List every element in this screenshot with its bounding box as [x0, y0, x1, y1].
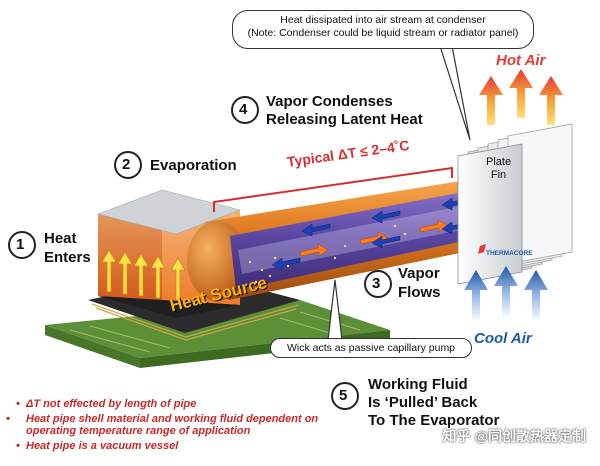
plate-fin-condenser	[457, 123, 573, 285]
step5-line2: Is ‘Pulled’ Back	[368, 394, 478, 411]
heat-pipe	[187, 175, 525, 301]
delta-t-bracket	[213, 166, 453, 212]
watermark: 知乎 @同创散热器定制	[442, 428, 586, 444]
note-item: •Heat pipe is a vacuum vessel	[16, 440, 179, 452]
note-item: •ΔT not effected by length of pipe	[16, 398, 197, 410]
hot-air-arrows	[479, 69, 563, 125]
thermacore-logo-icon	[478, 244, 486, 254]
step2-label: Evaporation	[150, 157, 237, 174]
step4-line1: Vapor Condenses	[266, 93, 393, 110]
step1-line1: Heat	[44, 230, 77, 247]
top-callout-pointer	[439, 45, 471, 141]
plate-fin-label: Plate Fin	[486, 156, 511, 182]
heat-enter-arrows	[101, 249, 186, 301]
note-text: ΔT not effected by length of pipe	[26, 398, 197, 410]
step2-number: 2	[122, 156, 131, 173]
step3-number: 3	[372, 275, 381, 292]
step5-circle	[331, 382, 359, 410]
step3-circle	[364, 270, 392, 298]
wick-callout-text: Wick acts as passive capillary pump	[286, 342, 456, 354]
hot-air-label: Hot Air	[496, 52, 546, 69]
step4-circle	[231, 96, 259, 124]
step4-line2: Releasing Latent Heat	[266, 111, 423, 128]
condenser-callout: Heat dissipated into air stream at conde…	[232, 10, 534, 49]
note-item: •Heat pipe shell material and working fl…	[6, 413, 319, 437]
step3-line2: Flows	[398, 284, 441, 301]
step5-line3: To The Evaporator	[368, 412, 500, 429]
step1-number: 1	[16, 236, 25, 253]
step1-circle	[8, 231, 36, 259]
wick-callout: Wick acts as passive capillary pump	[270, 338, 472, 358]
plate-fin-line2: Fin	[490, 169, 507, 181]
thermacore-brand: THERMACORE	[486, 250, 533, 257]
condenser-callout-line1: Heat dissipated into air stream at conde…	[280, 14, 486, 26]
wick-cutaway	[230, 186, 505, 290]
note-text: Heat pipe shell material and working flu…	[26, 413, 319, 437]
liquid-return-arrows	[271, 197, 471, 271]
note-text: Heat pipe is a vacuum vessel	[26, 440, 179, 452]
step2-circle	[114, 151, 142, 179]
condenser-callout-line2: (Note: Condenser could be liquid stream …	[247, 27, 519, 39]
step3-line1: Vapor	[398, 265, 440, 282]
wick-callout-pointer	[327, 279, 343, 341]
cool-air-label: Cool Air	[474, 330, 532, 347]
step1-line2: Enters	[44, 249, 91, 266]
notes-list: •ΔT not effected by length of pipe •Heat…	[6, 398, 336, 455]
step5-number: 5	[339, 387, 348, 404]
cool-air-arrows	[464, 266, 548, 322]
step4-number: 4	[239, 101, 248, 118]
step5-line1: Working Fluid	[368, 376, 468, 393]
plate-fin-line1: Plate	[486, 156, 512, 168]
